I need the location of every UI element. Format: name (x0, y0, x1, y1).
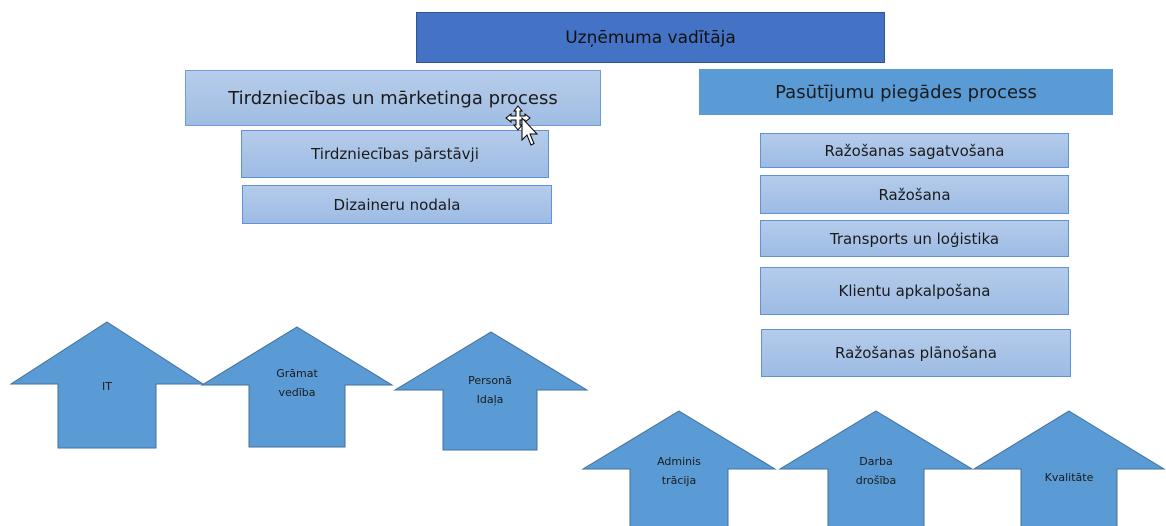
accounting-label-line2: vedība (278, 386, 316, 399)
production-box[interactable]: Ražošana (760, 175, 1069, 214)
design-department-box[interactable]: Dizaineru nodala (242, 185, 552, 224)
administration-arrow-label: Adminis trācija (630, 452, 728, 490)
sales-representatives-box[interactable]: Tirdzniecības pārstāvji (241, 130, 549, 178)
transport-logistics-box[interactable]: Transports un loģistika (760, 220, 1069, 257)
personnel-label-line1: Personā (468, 374, 512, 387)
up-arrow-shape (200, 326, 394, 448)
quality-arrow[interactable]: Kvalitāte (972, 410, 1166, 526)
up-arrow-shape (9, 321, 205, 449)
accounting-arrow-label: Grāmat vedība (249, 364, 345, 402)
customer-service-label: Klientu apkalpošana (838, 282, 991, 300)
transport-logistics-label: Transports un loģistika (829, 229, 1000, 248)
it-label-line1: IT (102, 380, 112, 393)
administration-label-line2: trācija (661, 474, 697, 487)
move-cursor-icon (504, 104, 544, 156)
head-box[interactable]: Uzņēmuma vadītāja (416, 12, 885, 63)
production-preparation-label: Ražošanas sagatvošana (824, 141, 1005, 160)
production-planning-label: Ražošanas plānošana (835, 344, 997, 362)
up-arrow-shape (581, 410, 777, 526)
sales-marketing-process-box[interactable]: Tirdzniecības un mārketinga process (185, 70, 601, 126)
administration-label-line1: Adminis (657, 455, 701, 468)
it-arrow[interactable]: IT (9, 321, 205, 449)
work-safety-arrow[interactable]: Darba drošība (778, 410, 974, 526)
up-arrow-shape (778, 410, 974, 526)
production-label: Ražošana (878, 185, 951, 204)
quality-label-line1: Kvalitāte (1044, 471, 1094, 484)
head-label: Uzņēmuma vadītāja (565, 27, 736, 48)
work-safety-arrow-label: Darba drošība (828, 452, 924, 490)
up-arrow-shape (393, 331, 589, 451)
it-arrow-label: IT (58, 377, 156, 396)
order-delivery-process-label: Pasūtījumu piegādes process (775, 81, 1037, 103)
work-safety-label-line2: drošība (855, 474, 897, 487)
work-safety-label-line1: Darba (859, 455, 893, 468)
customer-service-box[interactable]: Klientu apkalpošana (760, 267, 1069, 315)
design-department-label: Dizaineru nodala (333, 195, 461, 214)
production-planning-box[interactable]: Ražošanas plānošana (761, 329, 1071, 377)
accounting-label-line1: Grāmat (276, 367, 318, 380)
accounting-arrow[interactable]: Grāmat vedība (200, 326, 394, 448)
quality-arrow-label: Kvalitāte (1021, 468, 1117, 487)
sales-marketing-process-label: Tirdzniecības un mārketinga process (228, 87, 558, 109)
sales-representatives-label: Tirdzniecības pārstāvji (311, 145, 479, 163)
production-preparation-box[interactable]: Ražošanas sagatvošana (760, 133, 1069, 168)
personnel-arrow-label: Personā Idaļa (443, 371, 537, 409)
personnel-arrow[interactable]: Personā Idaļa (393, 331, 589, 451)
personnel-label-line2: Idaļa (476, 393, 504, 406)
order-delivery-process-box[interactable]: Pasūtījumu piegādes process (699, 69, 1113, 115)
administration-arrow[interactable]: Adminis trācija (581, 410, 777, 526)
up-arrow-shape (972, 410, 1166, 526)
